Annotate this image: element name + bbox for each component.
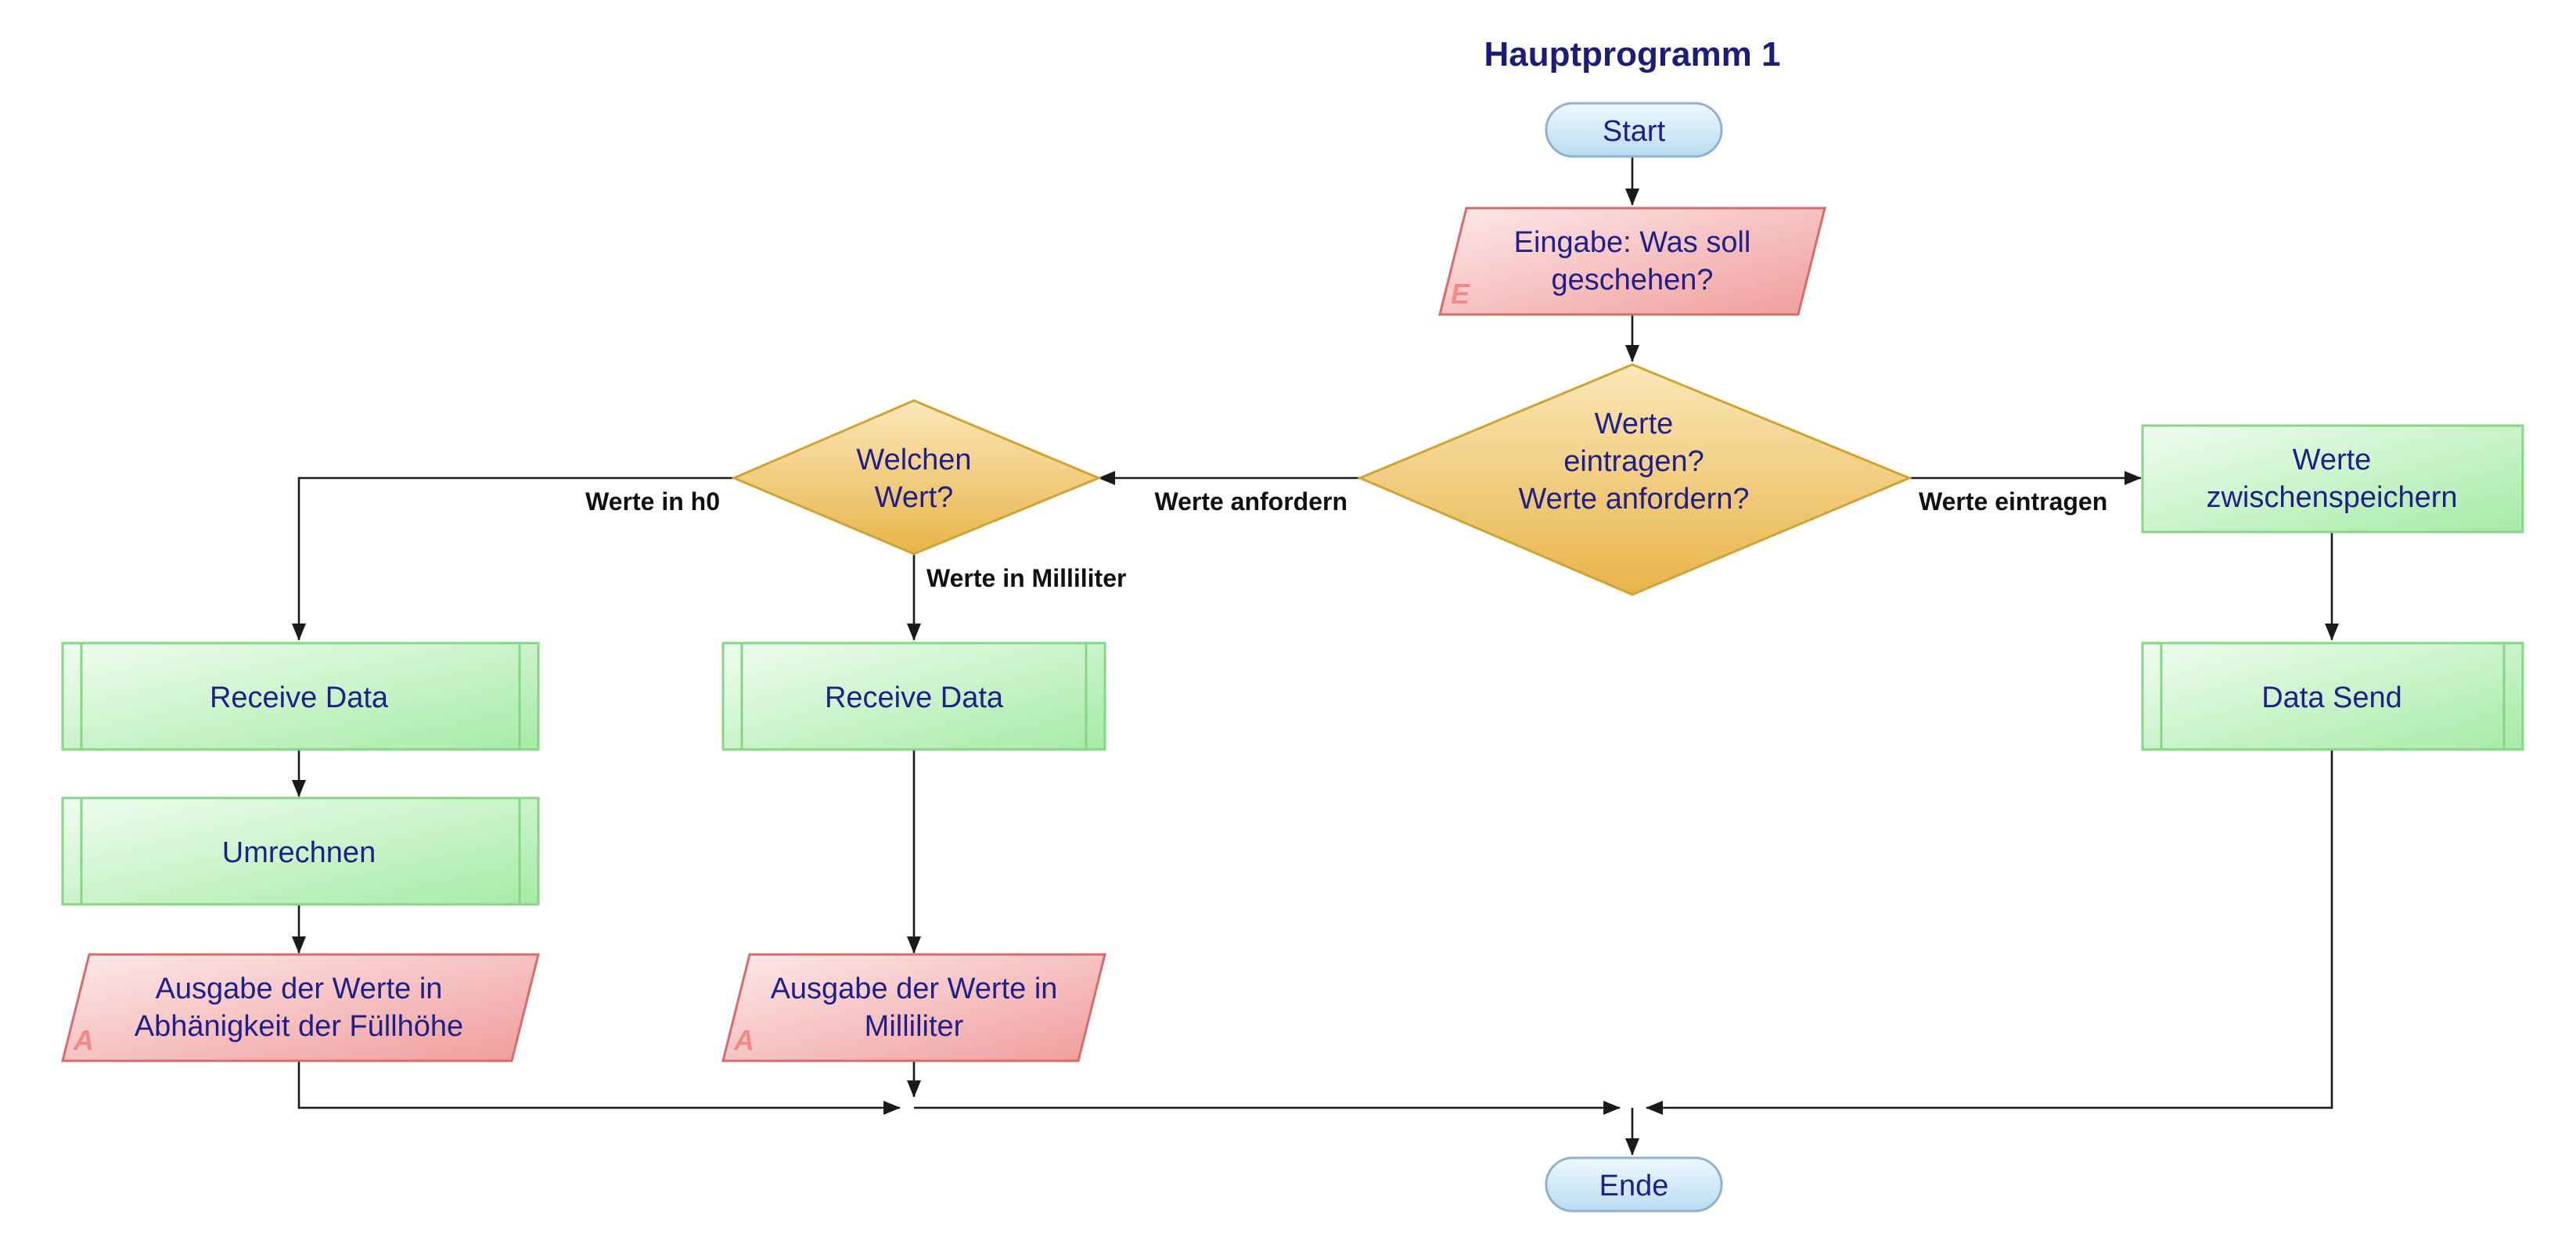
- diagram-title: Hauptprogramm 1: [1484, 35, 1781, 74]
- decision-which[interactable]: Welchen Wert?: [731, 399, 1102, 555]
- store-label-line2: zwischenspeichern: [2206, 481, 2457, 514]
- output-h0-marker: A: [73, 1024, 94, 1056]
- edge-send-center: [1646, 749, 2333, 1115]
- decision-which-line2: Wert?: [875, 481, 954, 514]
- convert-label: Umrechnen: [222, 836, 376, 869]
- data-send-label: Data Send: [2261, 681, 2402, 714]
- output-ml-node[interactable]: A Ausgabe der Werte in Milliliter: [721, 953, 1106, 1062]
- input-label-line1: Eingabe: Was soll: [1514, 226, 1751, 259]
- decision-which-line1: Welchen: [856, 444, 971, 476]
- decision-main-line1: Werte: [1595, 408, 1674, 440]
- edge-label-request: Werte anfordern: [1154, 487, 1347, 516]
- receive-data-h0[interactable]: Receive Data: [61, 642, 540, 751]
- edge-output-h0-merge: [297, 1061, 901, 1115]
- end-label: Ende: [1599, 1170, 1669, 1202]
- end-terminal[interactable]: Ende: [1545, 1156, 1723, 1213]
- edge-label-enter: Werte eintragen: [1919, 487, 2107, 516]
- store-node[interactable]: Werte zwischenspeichern: [2141, 424, 2524, 534]
- start-terminal[interactable]: Start: [1545, 102, 1723, 158]
- receive-data-h0-label: Receive Data: [210, 681, 389, 714]
- start-label: Start: [1603, 115, 1666, 148]
- data-send-node[interactable]: Data Send: [2141, 642, 2524, 751]
- receive-data-ml[interactable]: Receive Data: [721, 642, 1106, 751]
- edges: [292, 156, 2339, 1156]
- decision-main-line2: eintragen?: [1563, 445, 1704, 478]
- edge-which-receive-h0: [292, 476, 734, 641]
- edge-label-ml: Werte in Milliliter: [926, 564, 1126, 592]
- receive-data-ml-label: Receive Data: [825, 681, 1004, 714]
- decision-main-line3: Werte anfordern?: [1518, 483, 1749, 516]
- decision-main[interactable]: Werte eintragen? Werte anfordern?: [1357, 363, 1912, 596]
- output-h0-line1: Ausgabe der Werte in: [156, 972, 443, 1005]
- convert-node[interactable]: Umrechnen: [61, 796, 540, 906]
- input-label-line2: geschehen?: [1551, 264, 1713, 297]
- input-marker: E: [1451, 278, 1470, 310]
- output-ml-line1: Ausgabe der Werte in: [771, 972, 1058, 1005]
- edge-label-h0: Werte in h0: [585, 487, 720, 516]
- store-label-line1: Werte: [2293, 444, 2372, 476]
- output-ml-marker: A: [733, 1024, 754, 1056]
- output-h0-node[interactable]: A Ausgabe der Werte in Abhänigkeit der F…: [61, 953, 540, 1062]
- input-node[interactable]: E Eingabe: Was soll geschehen?: [1438, 207, 1826, 316]
- output-ml-line2: Milliliter: [865, 1010, 964, 1043]
- output-h0-line2: Abhänigkeit der Füllhöhe: [135, 1010, 463, 1043]
